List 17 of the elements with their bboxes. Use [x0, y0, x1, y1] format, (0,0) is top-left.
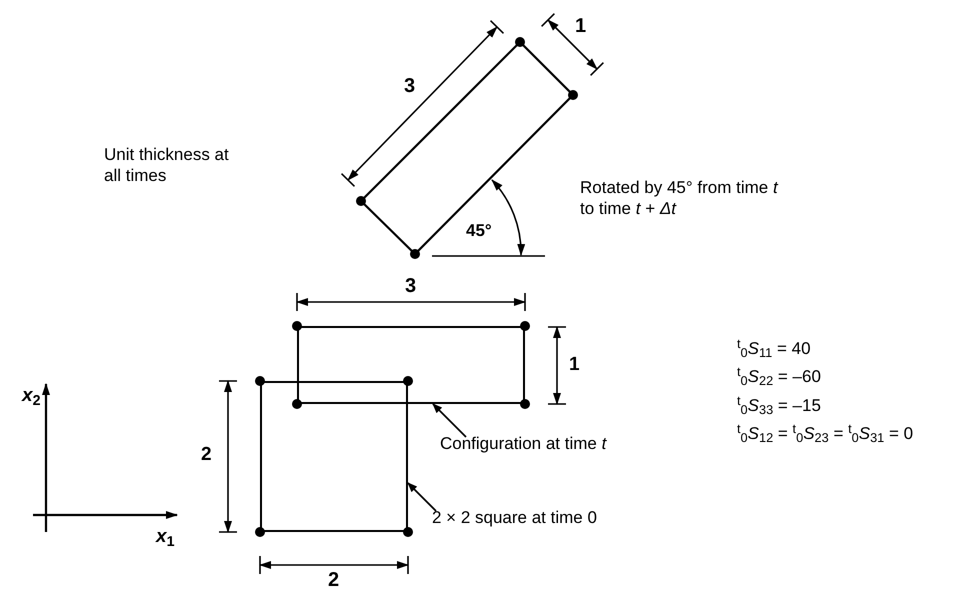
dimension-label: 3 [405, 274, 416, 299]
dimension-label: 1 [569, 353, 580, 377]
dimension-label: 3 [404, 74, 416, 99]
dimension-label: x$_{1}$ [156, 525, 175, 549]
dimension-label: 2 [201, 443, 212, 467]
leader-arrow [432, 403, 467, 438]
callout-text: Configuration at time t [440, 433, 606, 454]
rectangle-outline [297, 326, 525, 404]
dimension-label: x$_{2}$ [22, 384, 41, 408]
rectangle-outline [260, 381, 408, 532]
note-text: Unit thickness at all times [104, 144, 230, 186]
dimension-label: 45° [466, 220, 492, 242]
callout-text: 2 × 2 square at time 0 [432, 507, 597, 528]
leader-arrow [407, 482, 437, 512]
dimension-label: 2 [328, 568, 340, 592]
dimension-label: 1 [575, 14, 586, 39]
note-text: Rotated by 45° from time t to time t + Δt [580, 177, 780, 220]
